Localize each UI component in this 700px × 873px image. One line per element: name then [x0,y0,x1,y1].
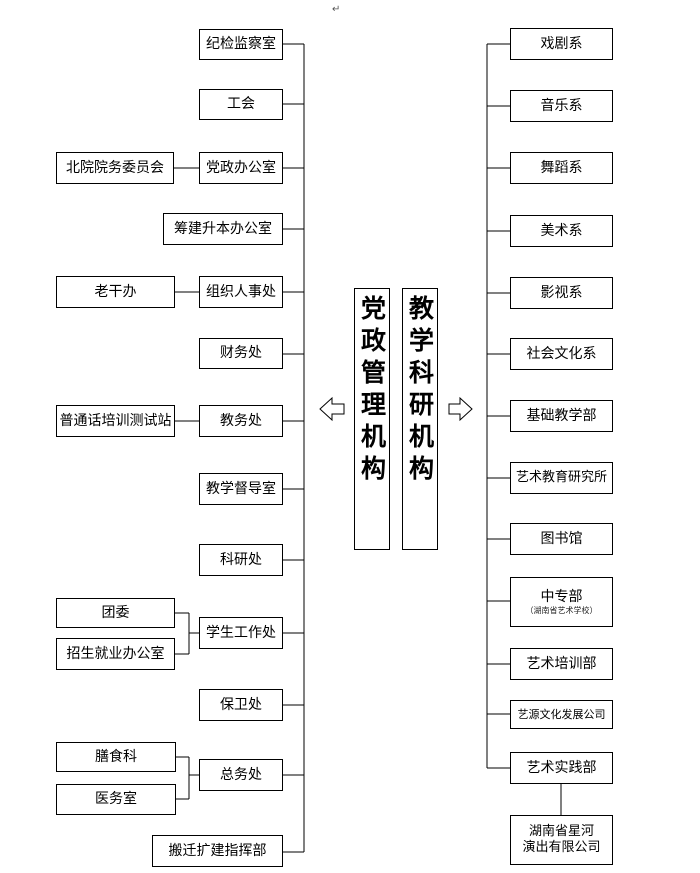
node-labor-union: 工会 [199,89,283,120]
node-label: 科研处 [220,551,262,568]
node-label-line1: 湖南省星河 [528,824,594,840]
title-teaching-research: 教学科研机构 [402,288,438,550]
node-label: 纪检监察室 [206,36,276,53]
node-art-practice-dept: 艺术实践部 [510,752,613,784]
node-label: 教学督导室 [206,480,276,497]
node-label: 普通话培训测试站 [59,412,172,429]
node-label: 艺术教育研究所 [515,470,607,486]
node-label: 招生就业办公室 [66,645,165,662]
left-arrow-icon [319,396,345,422]
node-label: 社会文化系 [526,345,597,362]
node-drama-dept: 戏剧系 [510,28,613,60]
node-label: 影视系 [540,284,583,301]
node-xinghe-performance-company: 湖南省星河 演出有限公司 [510,815,613,865]
node-relocation-command: 搬迁扩建指挥部 [152,835,283,867]
node-label: 北院院务委员会 [66,159,164,176]
node-label: 音乐系 [540,97,583,114]
node-music-dept: 音乐系 [510,90,613,122]
node-security: 保卫处 [199,689,283,721]
node-art-training-dept: 艺术培训部 [510,648,613,680]
node-label: 艺源文化发展公司 [517,707,606,721]
node-label: 老干办 [94,283,137,300]
node-library: 图书馆 [510,523,613,555]
node-label: 中专部 [540,588,583,605]
node-research: 科研处 [199,544,283,576]
node-sublabel: （湖南省艺术学校） [525,605,598,615]
node-north-campus-committee: 北院院务委员会 [56,152,174,184]
node-label: 学生工作处 [206,624,276,641]
node-secondary-school-dept: 中专部 （湖南省艺术学校） [510,577,613,627]
node-label: 教务处 [220,412,262,429]
title-party-admin: 党政管理机构 [354,288,390,550]
node-fine-arts-dept: 美术系 [510,215,613,247]
right-arrow-icon [448,396,473,422]
node-upgrade-office: 筹建升本办公室 [163,213,283,245]
node-label: 财务处 [220,345,262,362]
node-basic-teaching-dept: 基础教学部 [510,400,613,432]
node-label: 艺术实践部 [526,759,597,776]
node-finance: 财务处 [199,338,283,369]
node-label: 党政办公室 [206,159,276,176]
node-admissions-office: 招生就业办公室 [56,638,175,670]
node-yiyuan-culture-company: 艺源文化发展公司 [510,700,613,729]
title-party-admin-text: 党政管理机构 [357,295,387,487]
title-teaching-research-text: 教学科研机构 [405,295,435,487]
node-party-office: 党政办公室 [199,152,283,184]
node-label: 搬迁扩建指挥部 [168,842,267,859]
node-general-affairs: 总务处 [199,759,283,791]
node-label: 工会 [227,96,255,113]
node-label: 戏剧系 [540,35,583,52]
node-label: 保卫处 [220,696,262,713]
node-label: 医务室 [95,791,137,808]
node-label-line2: 演出有限公司 [522,840,601,855]
node-discipline-inspection: 纪检监察室 [199,29,283,60]
node-art-education-institute: 艺术教育研究所 [510,462,613,494]
node-catering: 膳食科 [56,742,176,772]
node-label: 筹建升本办公室 [174,220,272,237]
node-label: 团委 [101,604,130,621]
node-label: 艺术培训部 [526,655,597,672]
node-teaching-supervision: 教学督导室 [199,473,283,505]
node-mandarin-test-station: 普通话培训测试站 [56,405,175,437]
node-youth-league: 团委 [56,598,175,628]
node-dance-dept: 舞蹈系 [510,152,613,184]
node-personnel: 组织人事处 [199,276,283,308]
node-label: 基础教学部 [526,407,597,424]
node-student-affairs: 学生工作处 [199,617,283,649]
node-label: 总务处 [220,766,262,783]
paragraph-mark: ↵ [332,4,341,15]
node-label: 图书馆 [540,530,583,547]
node-clinic: 医务室 [56,784,176,815]
node-label: 美术系 [540,222,583,239]
node-label: 膳食科 [95,748,137,765]
node-academic-affairs: 教务处 [199,405,283,437]
node-label: 舞蹈系 [540,159,583,176]
node-label: 组织人事处 [206,283,276,300]
node-social-culture-dept: 社会文化系 [510,338,613,370]
node-film-tv-dept: 影视系 [510,277,613,309]
node-retired-cadres: 老干办 [56,276,175,308]
